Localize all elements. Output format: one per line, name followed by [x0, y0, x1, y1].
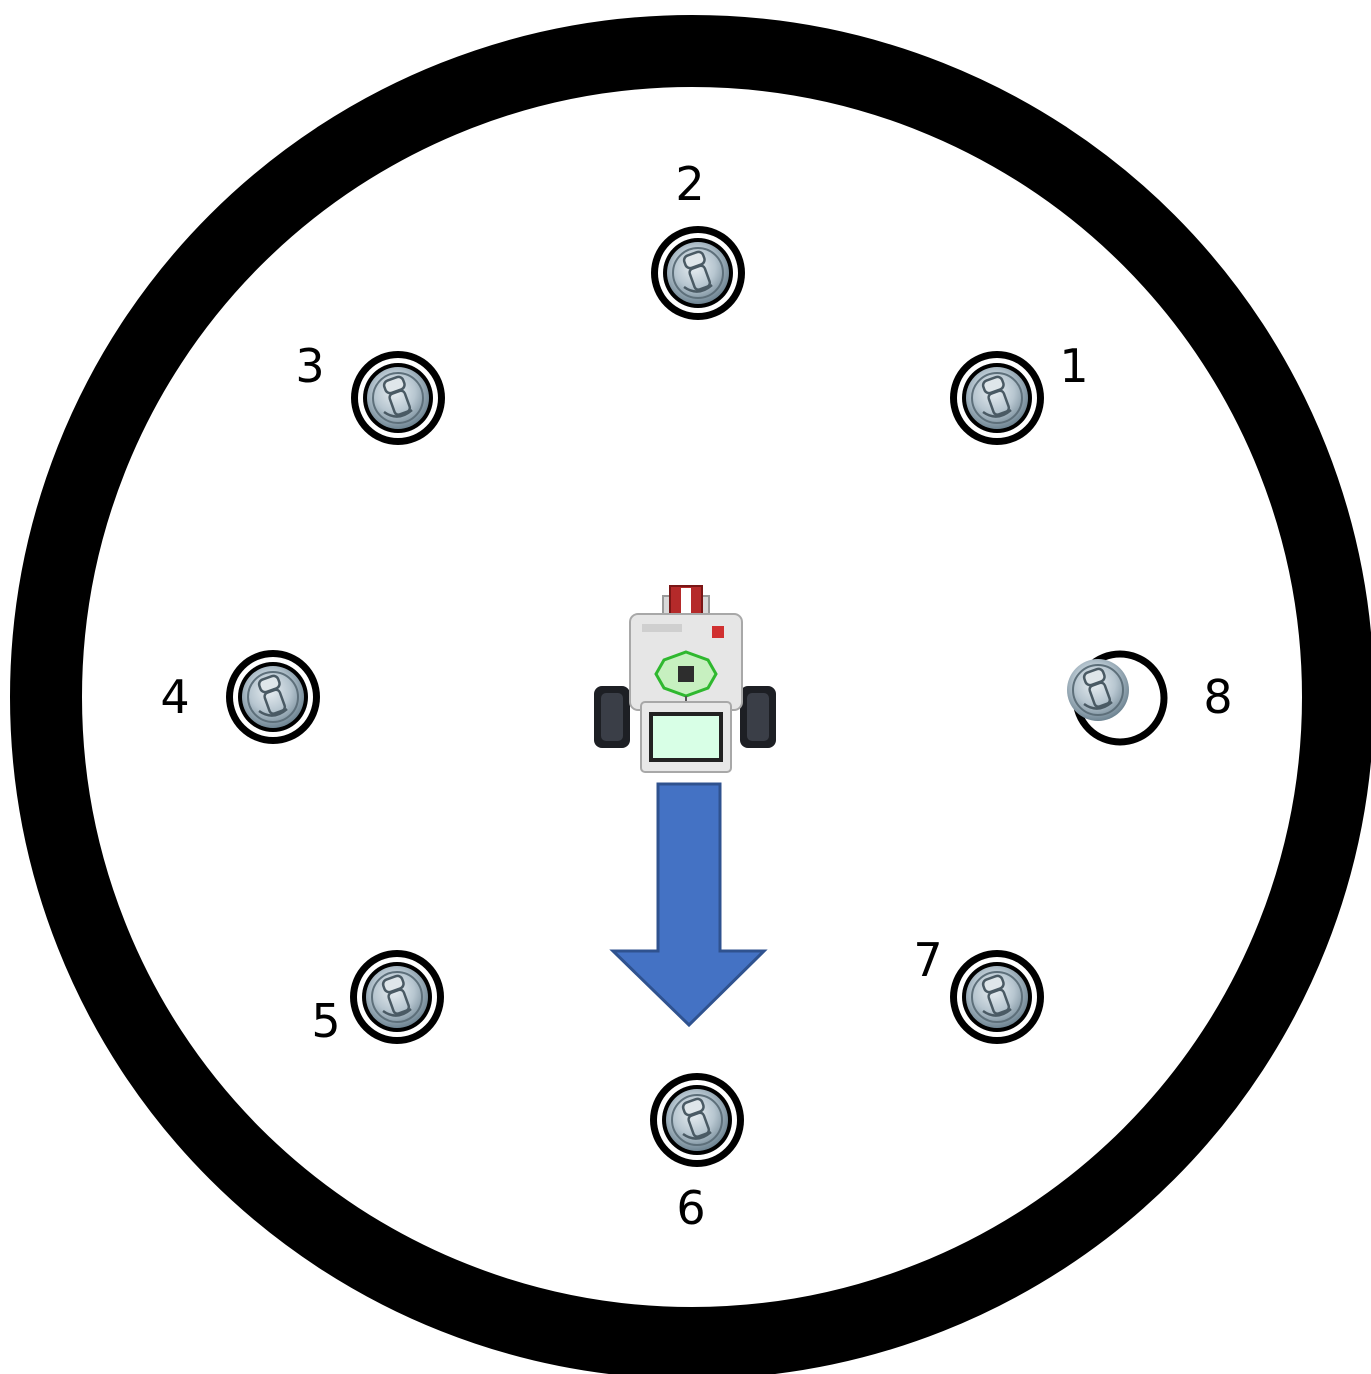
can-1: 1: [950, 339, 1089, 445]
can-2: 2: [651, 157, 745, 320]
soda-can-icon: [950, 351, 1044, 445]
can-8: 8: [1067, 654, 1233, 742]
soda-can-icon: [351, 351, 445, 445]
can-7: 7: [913, 933, 1044, 1044]
lego-ev3-robot-icon: [594, 586, 776, 772]
soda-can-icon: [650, 1073, 744, 1167]
can-label-2: 2: [675, 157, 704, 211]
can-label-4: 4: [160, 670, 189, 724]
soda-can-icon: [651, 226, 745, 320]
can-3: 3: [295, 339, 445, 445]
soda-can-icon: [1067, 654, 1164, 742]
can-label-6: 6: [676, 1181, 705, 1235]
can-label-3: 3: [295, 339, 324, 393]
can-4: 4: [160, 650, 320, 744]
soda-can-icon: [350, 950, 444, 1044]
can-6: 6: [650, 1073, 744, 1235]
down-arrow-icon: [613, 784, 764, 1025]
can-label-1: 1: [1059, 339, 1088, 393]
soda-can-icon: [950, 950, 1044, 1044]
can-5: 5: [311, 950, 444, 1048]
soda-can-icon: [226, 650, 320, 744]
can-label-7: 7: [913, 933, 942, 987]
can-label-8: 8: [1203, 670, 1232, 724]
can-label-5: 5: [311, 994, 340, 1048]
